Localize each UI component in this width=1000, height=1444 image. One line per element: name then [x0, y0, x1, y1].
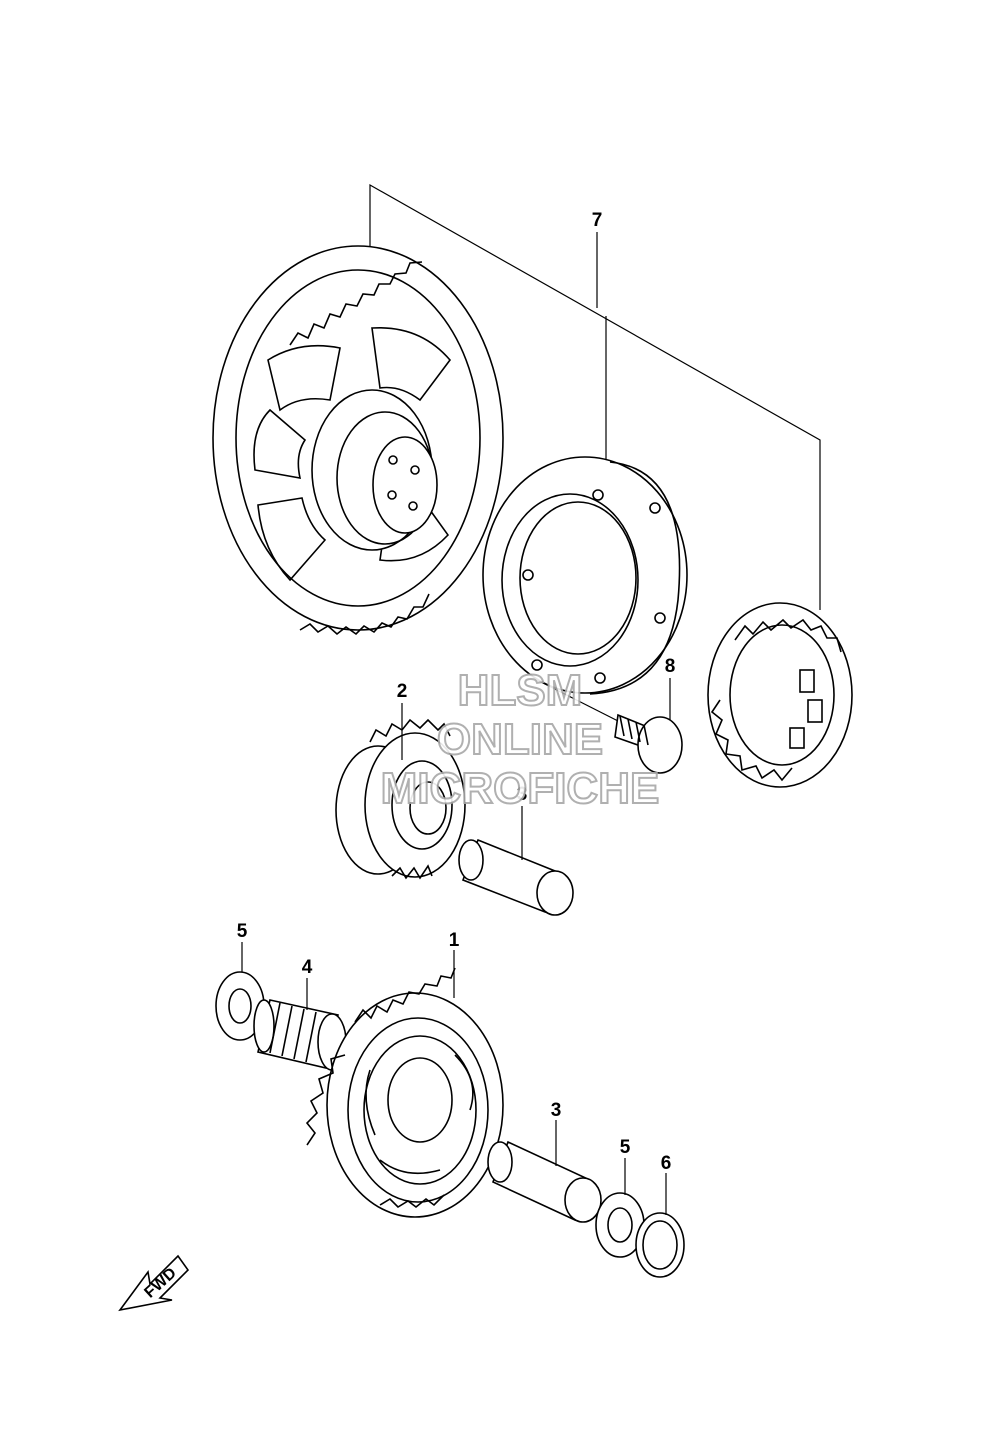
bolt — [536, 678, 683, 774]
one-way-clutch — [707, 602, 853, 788]
watermark-line-2: ONLINE — [437, 715, 603, 764]
washer-left — [215, 942, 265, 1041]
washer-6 — [635, 1173, 685, 1278]
callout-4: 4 — [302, 957, 313, 978]
callout-5-left: 5 — [237, 921, 248, 942]
shaft-upper — [458, 806, 574, 916]
fwd-arrow: FWD — [118, 1254, 190, 1312]
reduction-gear — [305, 950, 504, 1218]
watermark-line-3: MICROFICHE — [381, 764, 660, 813]
callout-5-right: 5 — [620, 1137, 631, 1158]
starter-clutch-gear — [212, 245, 504, 636]
watermark-line-1: HLSM — [458, 666, 583, 715]
shaft-lower — [487, 1120, 602, 1223]
fwd-arrow-icon — [118, 1254, 190, 1312]
clutch-housing — [482, 456, 688, 695]
callout-3-lower: 3 — [551, 1100, 562, 1121]
needle-bearing — [253, 978, 347, 1071]
callout-1: 1 — [449, 930, 460, 951]
callout-3-upper: 3 — [517, 784, 528, 805]
idle-gear — [335, 703, 466, 880]
callout-8: 8 — [665, 656, 676, 677]
watermark: HLSM ONLINE MICROFICHE — [380, 665, 661, 814]
callout-6: 6 — [661, 1153, 672, 1174]
callout-2: 2 — [397, 681, 408, 702]
callout-7: 7 — [592, 210, 603, 231]
